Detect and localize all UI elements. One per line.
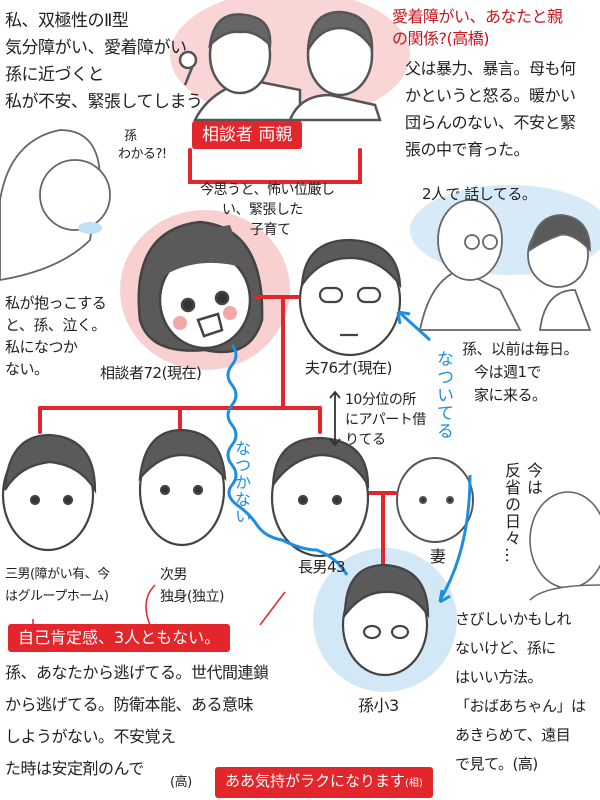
label-line: 独身(独立) — [160, 589, 224, 605]
label-line: 三男(障がい有、今 — [5, 567, 110, 582]
note-line: 孫に近づくと — [5, 65, 104, 85]
grandson-label: 孫小3 — [358, 696, 399, 715]
advice-line: はいい方法。 — [455, 668, 543, 686]
second-son-face-icon — [138, 428, 227, 547]
note-line: 私、双極性のⅡ型 — [5, 11, 129, 31]
mother-parent-figure-icon — [288, 10, 382, 122]
advice-line: しようがない。不安覚え — [5, 727, 176, 746]
advice-line: ないけど、孫に — [455, 639, 556, 657]
eldest-son-label: 長男43 — [298, 558, 346, 576]
advisor-question: 愛着障がい、あなたと親 の関係?(高橋) — [392, 6, 563, 50]
advice-line: た時は安定剤のんで — [5, 759, 144, 778]
consultant-face-icon — [137, 220, 264, 354]
grandmother-holding-baby-icon — [0, 129, 111, 281]
note-line: と、孫、泣く。 — [5, 316, 106, 334]
label-line: 次男 — [160, 567, 187, 583]
consultant-condition-note: 私、双極性のⅡ型 気分障がい、愛着障がい 孫に近づくと 私が不安、緊張してしまう — [5, 8, 203, 116]
question-line: 愛着障がい、あなたと親 — [392, 7, 563, 26]
note-line: 反省の日々… — [502, 462, 521, 564]
answer-line: 張の中で育った。 — [405, 140, 530, 159]
attached-arrowhead-icon — [396, 310, 451, 604]
question-line: の関係?(高橋) — [392, 29, 489, 48]
family-tree-lines — [38, 148, 397, 567]
note-line: にアパート借 — [345, 412, 426, 428]
advice-line: さびしいかもしれ — [455, 610, 572, 628]
consultant-answer: 父は暴力、暴言。母も何 かというと怒る。暖かい 団らんのない、不安と緊 張の中で… — [405, 55, 576, 163]
attached-arrow — [398, 311, 472, 601]
reflection-note: 今は 反省の日々… — [500, 462, 544, 592]
advice-line: 「おばあちゃん」は — [455, 697, 586, 715]
grandson-face-icon — [341, 563, 430, 677]
third-son-face-icon — [1, 433, 97, 552]
husband-label: 夫76才(現在) — [305, 359, 392, 377]
consultant-label: 相談者72(現在) — [100, 364, 202, 382]
note-line: い、緊張した — [222, 202, 304, 218]
wife-label: 妻 — [427, 548, 446, 565]
wife-face-icon — [396, 457, 474, 543]
note-line: 私が抱っこする — [5, 294, 107, 312]
answer-line: 父は暴力、暴言。母も何 — [405, 59, 576, 78]
relief-signature: (相) — [405, 778, 423, 789]
note-line: 私になつか — [5, 338, 78, 356]
visit-note: 孫、以前は毎日。 今は週1で 家に来る。 — [462, 338, 579, 407]
reflecting-woman-icon — [529, 491, 600, 601]
note-line: 今思うと、怖い位厳し — [200, 182, 335, 198]
talking-note: 2人で 話してる。 — [422, 185, 537, 203]
note-line: 10分位の所 — [345, 392, 416, 408]
apartment-note: 10分位の所 にアパート借 りてる — [345, 390, 426, 450]
advice-left-signature: (高) — [170, 775, 192, 790]
crying-note: 私が抱っこする と、孫、泣く。 私になつか ない。 — [5, 292, 107, 380]
relief-label: ああ気持がラクになります(相) — [215, 767, 433, 798]
relief-text: ああ気持がラクになります — [225, 772, 406, 790]
question-line: わかる?! — [118, 147, 167, 162]
second-son-label: 次男 独身(独立) — [160, 564, 224, 608]
father-figure-icon — [178, 13, 302, 122]
third-son-label: 三男(障がい有、今 はグループホーム) — [5, 564, 110, 608]
label-line: はグループホーム) — [5, 589, 109, 604]
question-line: 孫 — [124, 129, 137, 144]
advice-line: から逃げてる。防衛本能、ある意味 — [5, 695, 254, 714]
note-line: 今は週1で — [474, 363, 542, 381]
self-esteem-label: 自己肯定感、3人ともない。 — [8, 624, 231, 652]
grandfather-and-grandson-talking-icon — [418, 199, 592, 331]
answer-line: 団らんのない、不安と緊 — [405, 113, 576, 132]
parents-label: 相談者 両親 — [192, 121, 303, 149]
eldest-son-face-icon — [270, 436, 370, 558]
advice-right: さびしいかもしれ ないけど、孫に はいい方法。 「おばあちゃん」は あきらめて、… — [455, 605, 586, 779]
note-line: 気分障がい、愛着障がい — [5, 38, 187, 58]
note-line: 私が不安、緊張してしまう — [5, 92, 203, 112]
advice-left: 孫、あなたから逃げてる。世代間連鎖 から逃げてる。防衛本能、ある意味 しようがな… — [5, 657, 269, 785]
not-attached-label: なつかない — [232, 440, 251, 525]
attached-label: なついてる — [433, 350, 453, 440]
not-attached-wavy-arrow — [226, 344, 349, 576]
answer-line: かというと怒る。暖かい — [405, 86, 576, 105]
note-line: 家に来る。 — [474, 386, 547, 404]
note-line: 子育て — [250, 222, 291, 238]
husband-face-icon — [298, 238, 402, 357]
advice-line: で見て。(高) — [455, 755, 538, 773]
advice-line: 孫、あなたから逃げてる。世代間連鎖 — [5, 663, 269, 682]
note-line: ない。 — [5, 360, 49, 378]
note-line: 孫、以前は毎日。 — [462, 340, 579, 358]
grandchild-question: 孫 わかる?! — [118, 128, 167, 164]
apartment-distance-arrow-icon — [329, 390, 341, 447]
note-line: 今は — [524, 462, 543, 496]
advice-line: あきらめて、遠目 — [455, 726, 571, 744]
parenting-note: 今思うと、怖い位厳し い、緊張した 子育て — [200, 180, 335, 240]
note-line: りてる — [345, 432, 386, 448]
